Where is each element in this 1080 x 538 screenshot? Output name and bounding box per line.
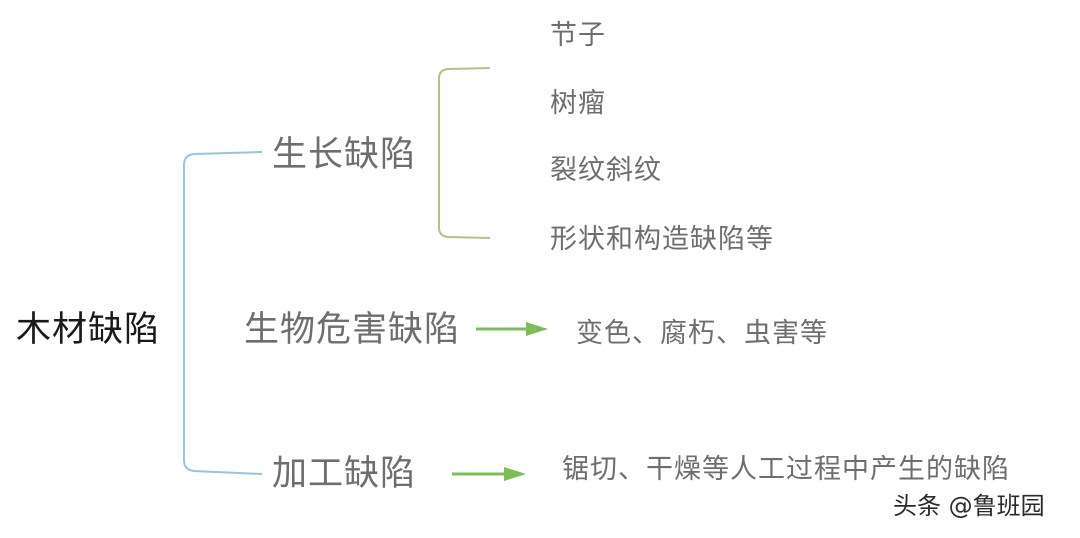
branch-processing-defects: 加工缺陷 — [272, 454, 417, 494]
branch-growth-defects: 生长缺陷 — [272, 135, 417, 175]
arrow-icon — [452, 467, 526, 481]
branch-biological-defects: 生物危害缺陷 — [244, 310, 461, 350]
leaf-knots: 节子 — [550, 20, 606, 51]
root-node: 木材缺陷 — [16, 310, 161, 350]
leaf-discoloration-decay-insects: 变色、腐朽、虫害等 — [576, 318, 828, 349]
leaf-cracks-slope-grain: 裂纹斜纹 — [550, 155, 662, 186]
root-bracket — [183, 151, 263, 475]
growth-bracket — [438, 67, 491, 239]
leaf-burls: 树瘤 — [550, 88, 606, 119]
arrow-icon — [476, 322, 548, 336]
watermark: 头条 @鲁班园 — [893, 492, 1045, 520]
leaf-sawing-drying-defects: 锯切、干燥等人工过程中产生的缺陷 — [562, 454, 1010, 485]
leaf-shape-structure-defects: 形状和构造缺陷等 — [550, 224, 774, 255]
